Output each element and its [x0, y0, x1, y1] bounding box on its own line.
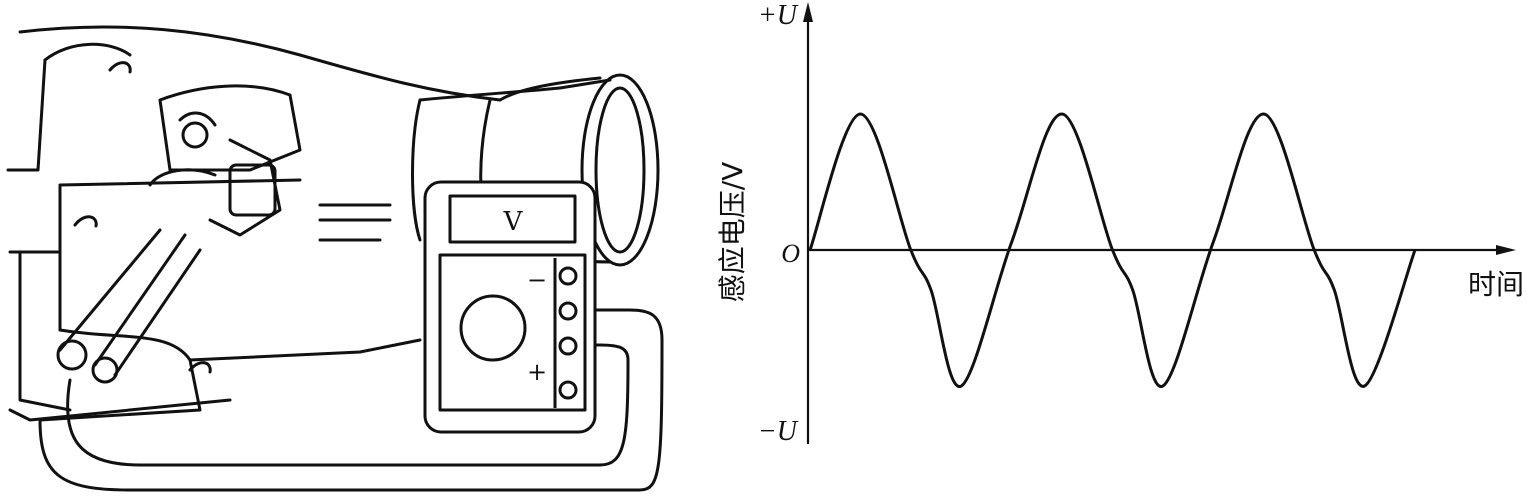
multimeter-display-label: V	[503, 207, 524, 237]
multimeter	[423, 180, 597, 434]
multimeter-body	[423, 180, 597, 434]
y-axis-arrow	[803, 2, 813, 22]
multimeter-panel	[438, 253, 587, 412]
x-axis-arrow	[1496, 245, 1516, 255]
multimeter-minus-sign: −	[527, 266, 547, 294]
x-axis-label: 时间	[1468, 268, 1524, 301]
multimeter-plus-sign: +	[527, 358, 547, 386]
y-top-label: +U	[758, 0, 799, 31]
voltage-waveform	[808, 112, 1417, 388]
multimeter-jack-3	[558, 336, 578, 356]
multimeter-jack-2	[558, 301, 578, 321]
multimeter-jack-1	[558, 266, 578, 286]
multimeter-display	[448, 194, 577, 244]
y-bottom-label: −U	[758, 416, 799, 447]
origin-label: O	[781, 239, 800, 268]
waveform-chart: +U −U O 感应电压/V 时间	[716, 0, 1524, 447]
multimeter-jack-4	[558, 380, 578, 400]
multimeter-dial	[459, 294, 527, 362]
y-axis-label: 感应电压/V	[716, 162, 749, 303]
